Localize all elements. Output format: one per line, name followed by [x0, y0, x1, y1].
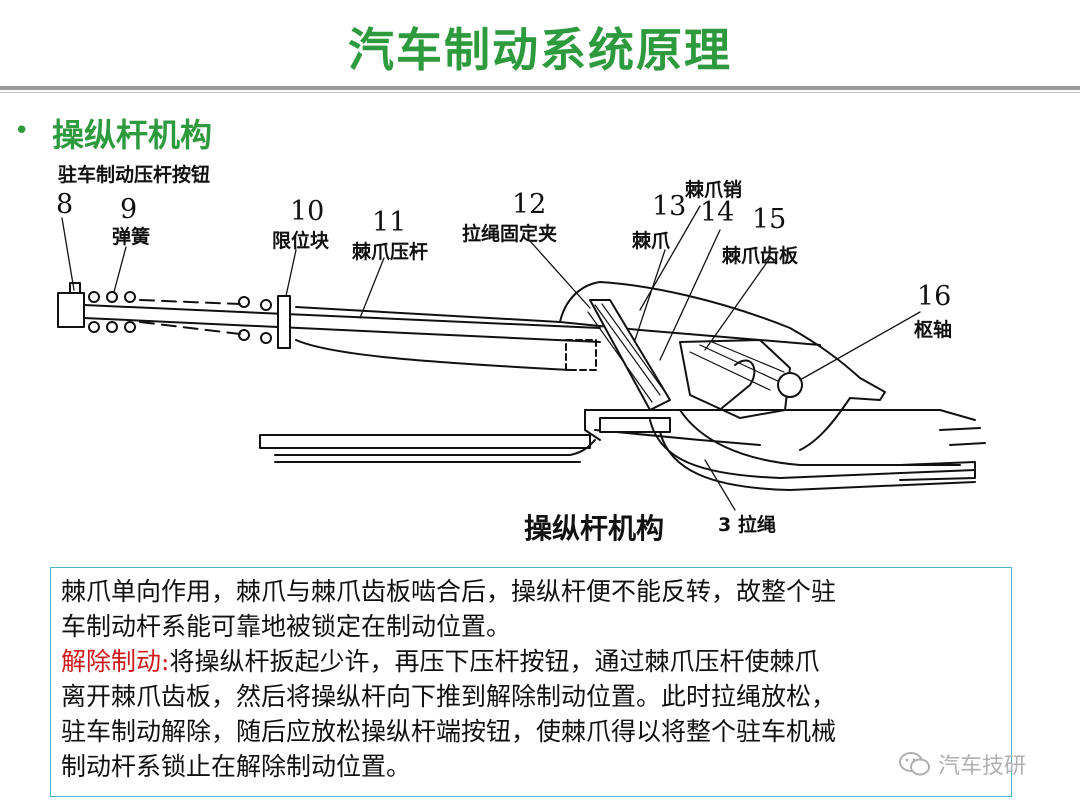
- label-number-10: 10: [290, 196, 324, 227]
- label-limit-block: 限位块: [272, 229, 330, 252]
- label-push-button: 驻车制动压杆按钮: [58, 163, 210, 186]
- pivot-shape: [777, 372, 803, 398]
- description-line-6: 制动杆系锁止在解除制动位置。: [61, 752, 412, 781]
- diagram-caption: 操纵杆机构: [524, 512, 664, 545]
- lever-mechanism-diagram: 驻车制动压杆按钮 8 9 弹簧 10 限位块 11 棘爪压杆 12 拉绳固定夹 …: [56, 163, 986, 545]
- watermark-text: 汽车技研: [938, 754, 1027, 779]
- label-ratchet-plate: 棘爪齿板: [722, 244, 799, 267]
- page-title: 汽车制动系统原理: [348, 23, 732, 77]
- housing-shape: [559, 281, 886, 451]
- description-box: 棘爪单向作用，棘爪与棘爪齿板啮合后，操纵杆便不能反转，故整个驻 车制动杆系能可靠…: [50, 567, 1012, 797]
- description-line-3: 将操纵杆扳起少许，再压下压杆按钮，通过棘爪压杆使棘爪: [169, 647, 820, 676]
- label-pawl: 棘爪: [632, 230, 671, 252]
- release-label: 解除制动:: [61, 647, 170, 676]
- description-line-4: 离开棘爪齿板，然后将操纵杆向下推到解除制动位置。此时拉绳放松，: [61, 682, 837, 711]
- bullet-icon: •: [14, 116, 30, 146]
- label-number-8: 8: [56, 189, 73, 220]
- description-release-paragraph: 解除制动:将操纵杆扳起少许，再压下压杆按钮，通过棘爪压杆使棘爪: [61, 644, 1001, 679]
- label-number-16: 16: [917, 281, 951, 312]
- label-number-9: 9: [120, 194, 137, 225]
- description-line-5: 驻车制动解除，随后应放松操纵杆端按钮，使棘爪得以将整个驻车机械: [61, 717, 837, 746]
- limit-block-shape: [277, 295, 291, 349]
- title-divider: [0, 86, 1080, 90]
- label-pivot: 枢轴: [914, 318, 952, 341]
- label-spring: 弹簧: [112, 225, 150, 248]
- label-pawl-rod: 棘爪压杆: [352, 240, 428, 263]
- label-pawl-pin: 棘爪销: [685, 178, 742, 201]
- section-heading: 操纵杆机构: [52, 116, 213, 154]
- label-number-15: 15: [752, 204, 786, 235]
- pawl-shape: [721, 359, 756, 409]
- label-cable-clamp: 拉绳固定夹: [462, 222, 557, 245]
- push-button-shape: [57, 292, 85, 328]
- base-rail-shape: [259, 434, 591, 449]
- wechat-icon: [899, 752, 930, 776]
- push-rod-shape: [83, 304, 601, 329]
- title-divider-thin: [0, 92, 1080, 93]
- label-number-14: 14: [700, 197, 734, 228]
- label-number-13: 13: [652, 191, 686, 222]
- description-line-2: 车制动杆系能可靠地被锁定在制动位置。: [61, 612, 512, 641]
- label-cable: 3 拉绳: [718, 513, 776, 536]
- spring-shape: [88, 291, 272, 344]
- label-number-12: 12: [512, 189, 546, 220]
- description-line-1: 棘爪单向作用，棘爪与棘爪齿板啮合后，操纵杆便不能反转，故整个驻: [61, 577, 837, 606]
- label-number-11: 11: [372, 207, 406, 238]
- watermark: 汽车技研: [898, 748, 1026, 780]
- cable-shape: [649, 419, 976, 479]
